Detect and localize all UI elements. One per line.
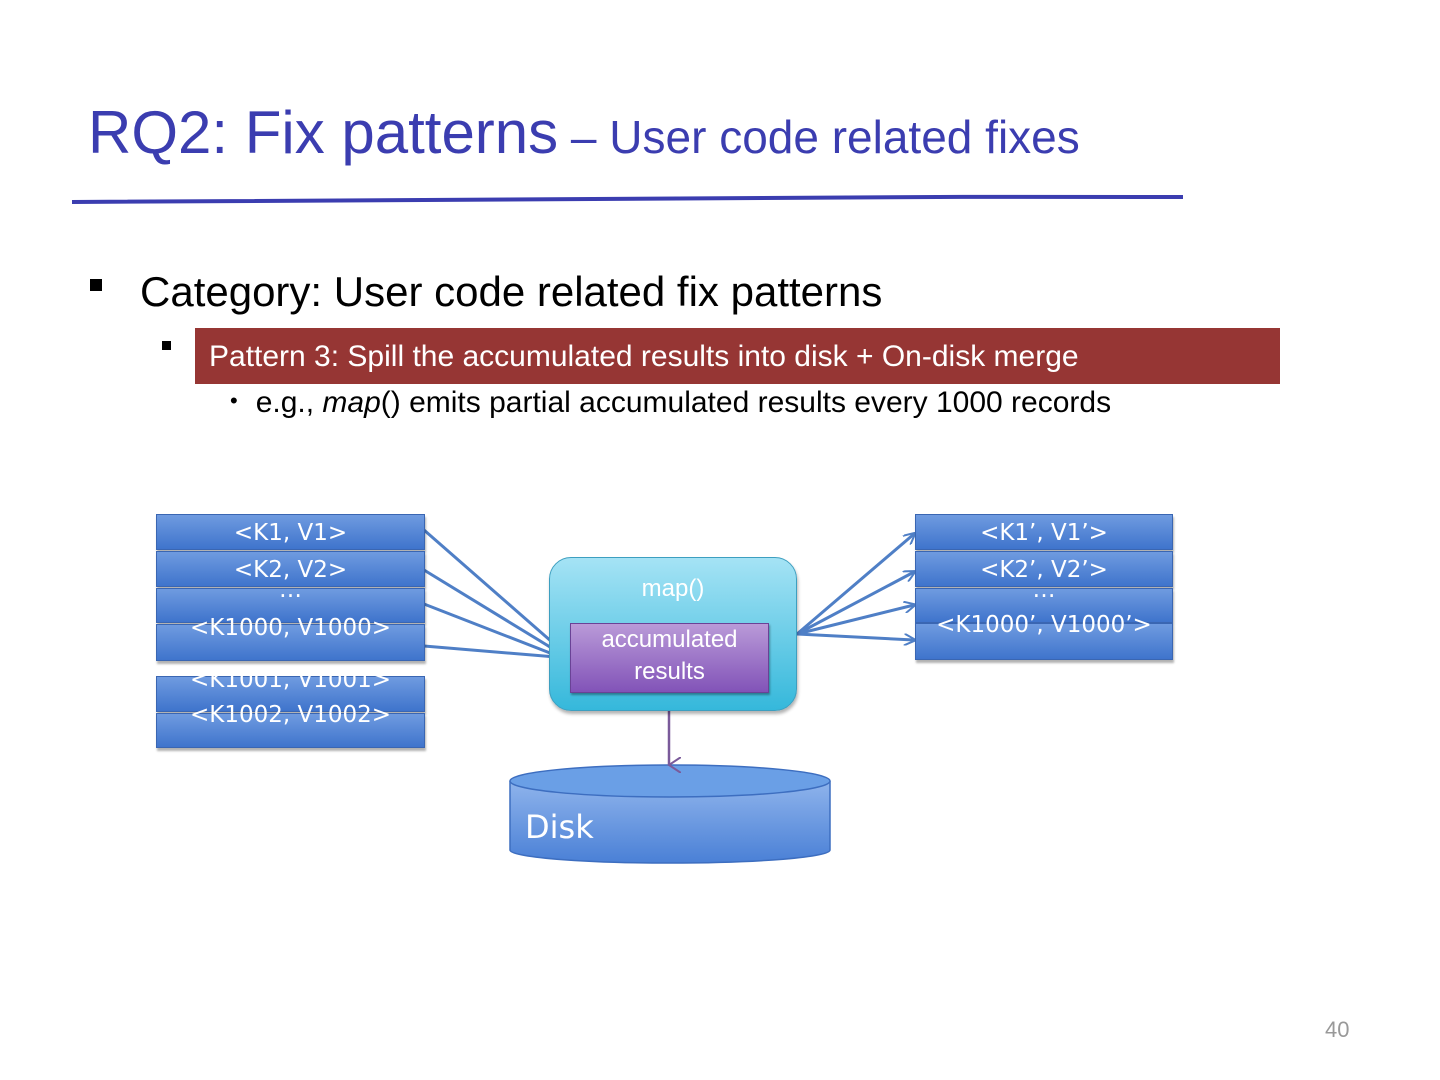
- input-arrow: [423, 568, 568, 658]
- output-kv-box: <K1’, V1’>: [915, 514, 1173, 550]
- output-arrow: [796, 605, 914, 636]
- bullet-square-small-icon: [162, 341, 171, 350]
- bullet-example: • e.g., map() emits partial accumulated r…: [230, 386, 1111, 420]
- title-main: RQ2: Fix patterns: [88, 99, 559, 166]
- disk-label: Disk: [525, 808, 594, 846]
- accumulated-results-box: accumulated results: [570, 623, 769, 693]
- disk-cylinder: [509, 764, 831, 864]
- input-kv-label: <K1, V1>: [233, 520, 348, 546]
- input-kv-box: <K1, V1>: [156, 514, 425, 550]
- input-kv-box: <K2, V2>: [156, 551, 425, 587]
- output-kv-box: <K1000’, V1000’>: [915, 612, 1173, 660]
- output-arrow: [796, 534, 914, 636]
- input-kv-box: <K1000, V1000>: [156, 615, 425, 661]
- output-arrows: [796, 534, 914, 640]
- input-kv-box-next: <K1002, V1002>: [156, 702, 425, 748]
- title-underline: [71, 194, 1184, 204]
- input-kv-box: …: [156, 577, 425, 623]
- input-kv-label: <K1001, V1001>: [189, 667, 392, 693]
- output-kv-label: <K2’, V2’>: [980, 557, 1108, 583]
- output-kv-label: <K1000’, V1000’>: [936, 612, 1152, 638]
- bullet-category: Category: User code related fix patterns: [90, 268, 882, 316]
- map-function-label: map(): [641, 575, 705, 602]
- input-arrow: [423, 602, 568, 660]
- output-kv-label: <K1’, V1’>: [980, 520, 1108, 546]
- input-kv-label: <K1002, V1002>: [189, 702, 392, 728]
- output-kv-box: …: [915, 577, 1173, 623]
- pattern-label-box: Pattern 3: Spill the accumulated results…: [195, 328, 1280, 384]
- input-arrow: [423, 644, 568, 658]
- output-kv-label: …: [1032, 577, 1056, 603]
- example-prefix: e.g.,: [255, 386, 323, 419]
- output-arrow: [796, 572, 914, 636]
- page-number: 40: [1325, 1017, 1350, 1042]
- output-arrow: [796, 632, 914, 640]
- bullet-dot-icon: •: [230, 388, 238, 413]
- input-arrows: [423, 528, 568, 660]
- input-kv-box-next: <K1001, V1001>: [156, 667, 425, 712]
- title-sub: – User code related fixes: [558, 111, 1080, 163]
- input-kv-label: …: [279, 577, 302, 603]
- input-arrow: [423, 528, 568, 656]
- slide-title: RQ2: Fix patterns – User code related fi…: [88, 98, 1080, 167]
- example-italic: map: [322, 386, 381, 419]
- output-kv-box: <K2’, V2’>: [915, 551, 1173, 587]
- input-kv-label: <K1000, V1000>: [189, 615, 392, 641]
- bullet-category-text: Category: User code related fix patterns: [140, 268, 883, 315]
- bullet-square-icon: [90, 278, 102, 291]
- input-kv-label: <K2, V2>: [233, 557, 348, 583]
- example-rest: () emits partial accumulated results eve…: [380, 386, 1112, 419]
